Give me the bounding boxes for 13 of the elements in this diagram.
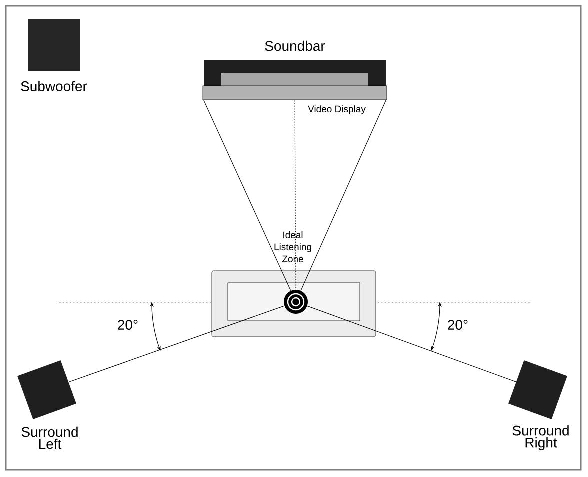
angle-label: 20°	[448, 320, 468, 330]
soundbar-label: Soundbar	[265, 40, 326, 52]
speaker-label: Surround Right	[512, 425, 569, 451]
sight-line	[68, 306, 285, 383]
display-label: Video Display	[308, 106, 366, 114]
sight-line	[300, 100, 386, 292]
zone-label: Ideal Listening Zone	[262, 230, 324, 264]
sight-line	[307, 306, 516, 382]
sight-line	[204, 100, 292, 292]
speaker-label: Surround Left	[22, 426, 78, 450]
angle-label: 20°	[118, 320, 138, 330]
sight-line	[294, 100, 296, 290]
speaker-label: Subwoofer	[21, 81, 88, 92]
